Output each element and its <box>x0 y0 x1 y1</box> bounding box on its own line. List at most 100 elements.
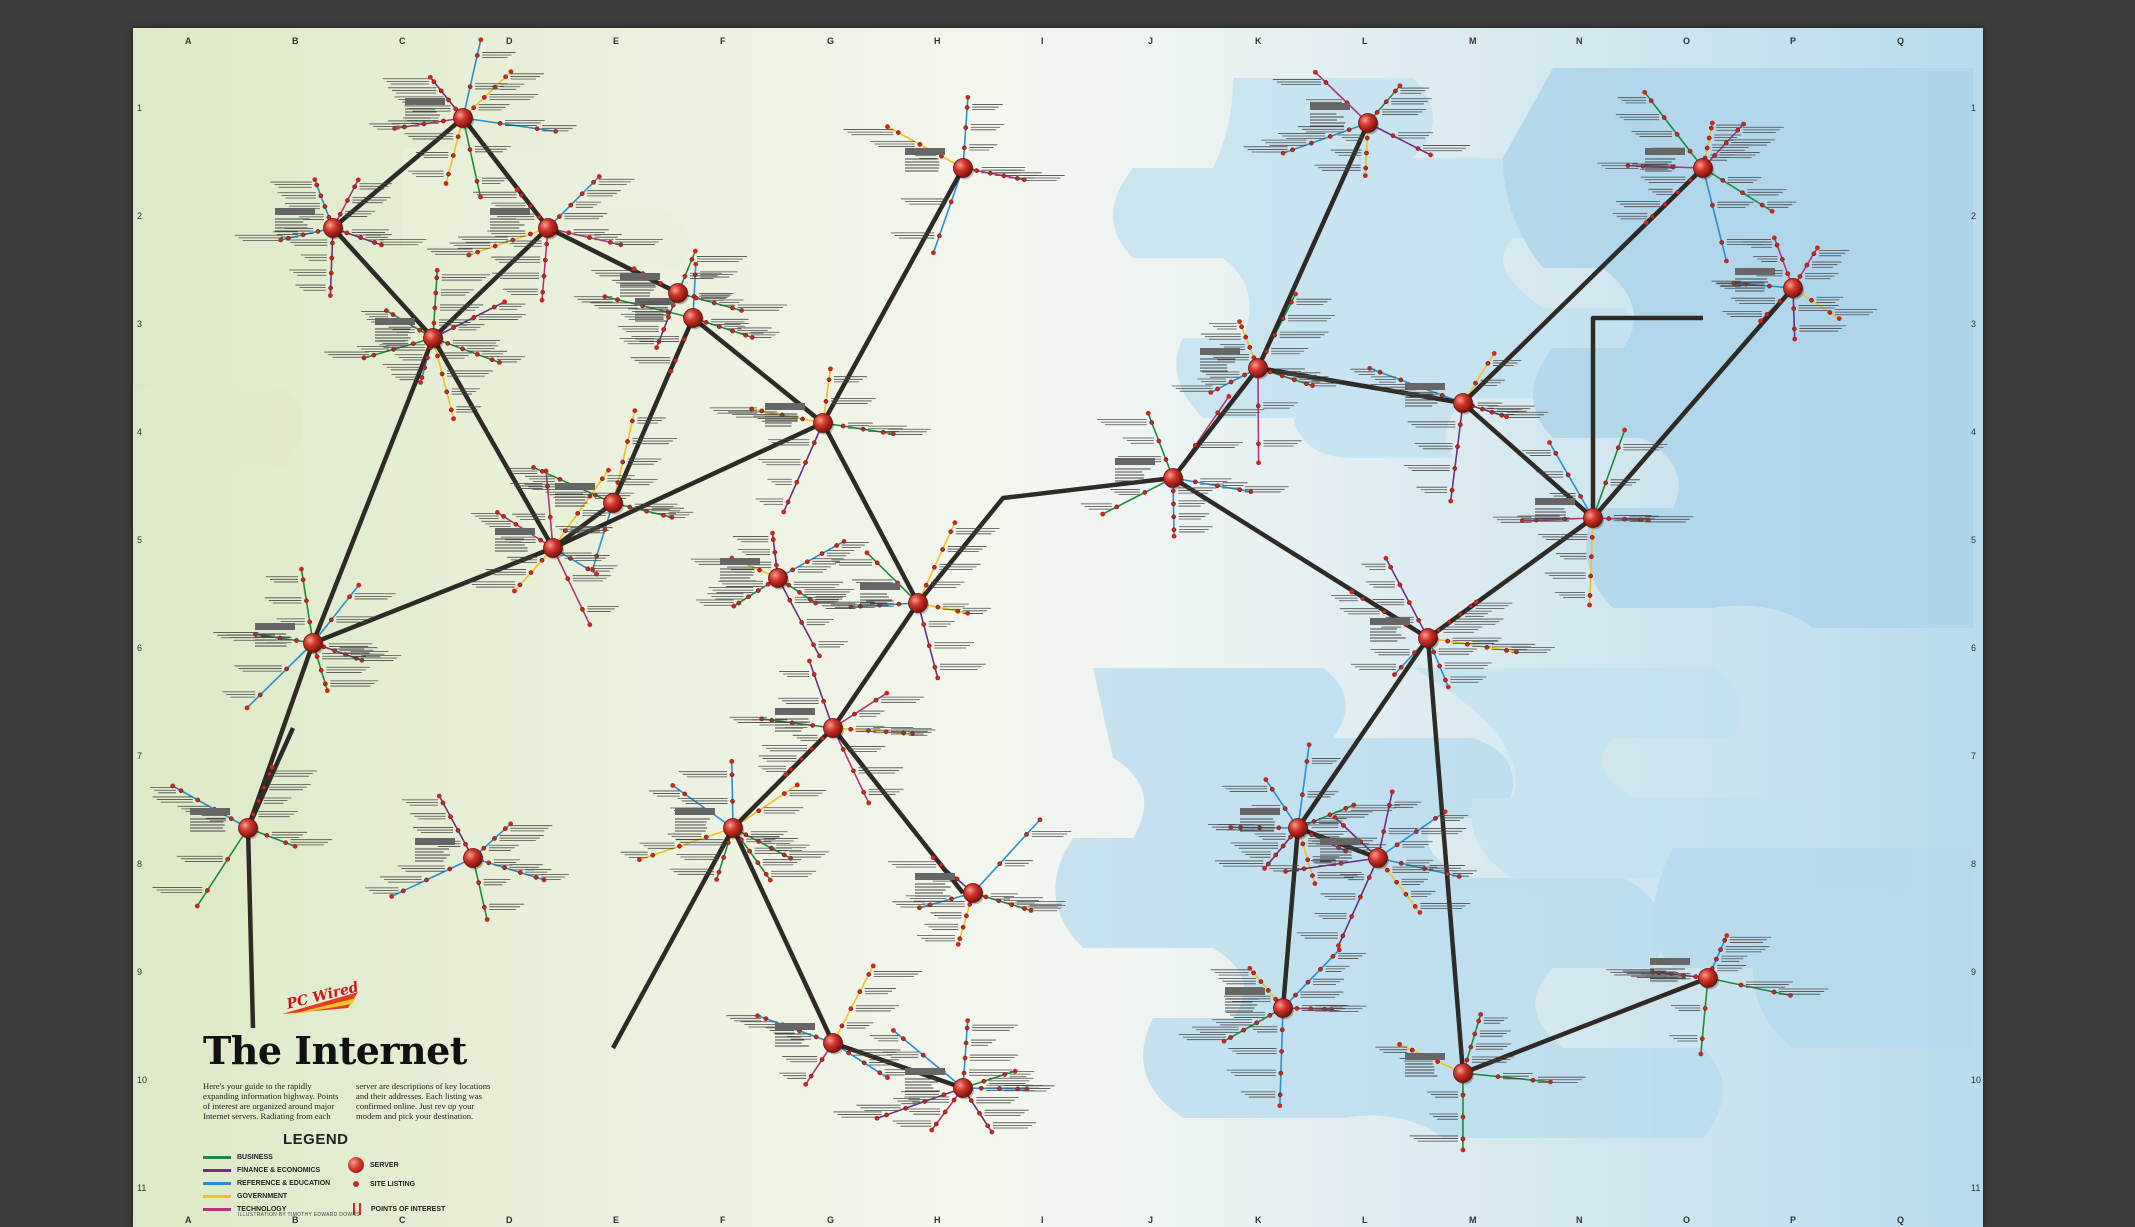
site-listing-dot <box>1022 906 1027 911</box>
site-listing-dot <box>989 1129 995 1135</box>
site-listing-dot <box>328 285 333 291</box>
site-listing-dot <box>1394 879 1399 885</box>
legend-line-swatch <box>203 1194 231 1198</box>
branch-line <box>432 270 439 339</box>
legend-title: LEGEND <box>283 1131 349 1148</box>
site-listing-dot <box>566 230 572 236</box>
site-listing-dot <box>445 341 451 346</box>
site-listing-dot <box>809 746 815 751</box>
site-listing-dot <box>1643 220 1649 226</box>
site-listing-dot <box>531 465 536 470</box>
site-listing-dot <box>1293 992 1298 998</box>
branch-line <box>1102 477 1174 515</box>
server-node <box>453 108 473 128</box>
site-listing-dot <box>1037 817 1043 823</box>
site-listing-dot <box>961 1070 967 1076</box>
site-listing-dot <box>1383 555 1389 561</box>
site-listing-dot <box>1603 480 1609 486</box>
site-listing-dot <box>528 570 534 575</box>
server-label-tag <box>720 558 760 565</box>
grid-letter: E <box>613 36 620 46</box>
site-listing-dot <box>828 366 833 372</box>
site-listing-dot <box>803 460 808 465</box>
site-listing-dot <box>756 588 761 593</box>
site-listing-dot <box>981 1078 987 1084</box>
site-listing-dot <box>1001 173 1007 179</box>
site-listing-dot <box>765 581 771 587</box>
server-label-tag <box>860 583 900 590</box>
site-listing-dot <box>1228 379 1234 385</box>
site-listing-dot <box>1642 89 1648 95</box>
server-label-tag <box>775 708 815 715</box>
site-listing-dot <box>432 305 438 311</box>
site-listing-dot <box>575 511 581 516</box>
site-listing-dot <box>1392 672 1397 677</box>
site-listing-dot <box>1397 1041 1402 1047</box>
site-listing-dot <box>328 270 334 276</box>
site-listing-dot <box>545 484 550 489</box>
site-listing-dot <box>866 972 872 977</box>
site-listing-dot <box>436 793 442 799</box>
site-listing-dot <box>497 360 502 365</box>
site-listing-dot <box>1740 190 1745 196</box>
grid-number: 5 <box>137 535 143 545</box>
branch-line <box>932 167 964 254</box>
legend-symbol-label: SITE LISTING <box>370 1181 416 1188</box>
site-listing-dot <box>1687 148 1693 154</box>
site-listing-dot <box>884 1112 889 1118</box>
site-listing-dot <box>1464 641 1470 647</box>
site-listing-dot <box>1504 648 1509 653</box>
site-listing-dot <box>1589 535 1595 540</box>
site-listing-dot <box>1247 345 1253 350</box>
site-listing-dot <box>178 788 184 793</box>
site-listing-dot <box>767 877 773 883</box>
site-listing-dot <box>951 1097 957 1103</box>
site-listing-dot <box>896 601 902 607</box>
site-listing-dot <box>1412 904 1418 909</box>
site-listing-dot <box>848 726 854 732</box>
site-listing-dot <box>314 182 320 188</box>
site-listing-dot <box>743 332 748 338</box>
site-listing-dot <box>1114 504 1120 510</box>
branch-line <box>1522 517 1594 522</box>
site-listing-dot <box>314 654 320 659</box>
site-listing-dot <box>1439 392 1445 398</box>
site-listing-dot <box>1343 805 1349 811</box>
site-listing-dot <box>427 74 433 80</box>
site-listing-dot <box>1588 573 1594 579</box>
site-listing-dot <box>860 426 866 432</box>
site-listing-dot <box>1473 599 1479 605</box>
branch-line <box>1223 1007 1284 1042</box>
site-listing-dot <box>799 756 804 762</box>
site-listing-dot <box>1251 970 1256 976</box>
site-listing-dot <box>284 666 289 672</box>
site-listing-dot <box>553 128 559 134</box>
site-listing-dot <box>1300 841 1306 847</box>
branch-line <box>468 227 549 256</box>
site-listing-dot <box>935 604 941 610</box>
site-listing-dot <box>729 772 735 778</box>
server-label-tag <box>1115 458 1155 465</box>
site-listing-dot <box>903 1105 909 1111</box>
branch-line <box>1702 167 1728 262</box>
site-listing-dot <box>840 747 846 752</box>
site-listing-dot <box>955 608 961 614</box>
site-listing-dot <box>1495 1074 1501 1079</box>
site-listing-dot <box>1714 956 1719 962</box>
branch-line <box>462 71 512 119</box>
site-listing-dot <box>921 622 926 627</box>
site-listing-dot <box>1448 498 1454 504</box>
site-listing-dot <box>1615 445 1621 451</box>
branch-line <box>462 39 482 119</box>
site-listing-dot <box>225 856 231 862</box>
grid-letter: M <box>1469 1215 1477 1225</box>
site-listing-dot <box>1473 380 1478 386</box>
site-listing-icon <box>353 1181 359 1188</box>
site-listing-dot <box>1553 450 1559 456</box>
server-node <box>1358 113 1378 133</box>
site-listing-dot <box>422 365 428 370</box>
site-listing-dot <box>1305 979 1311 985</box>
site-listing-dot <box>329 255 335 261</box>
branch-line <box>552 469 610 549</box>
illustration-credit: ILLUSTRATION BY TIMOTHY EDWARD DOWNS <box>238 1212 360 1218</box>
